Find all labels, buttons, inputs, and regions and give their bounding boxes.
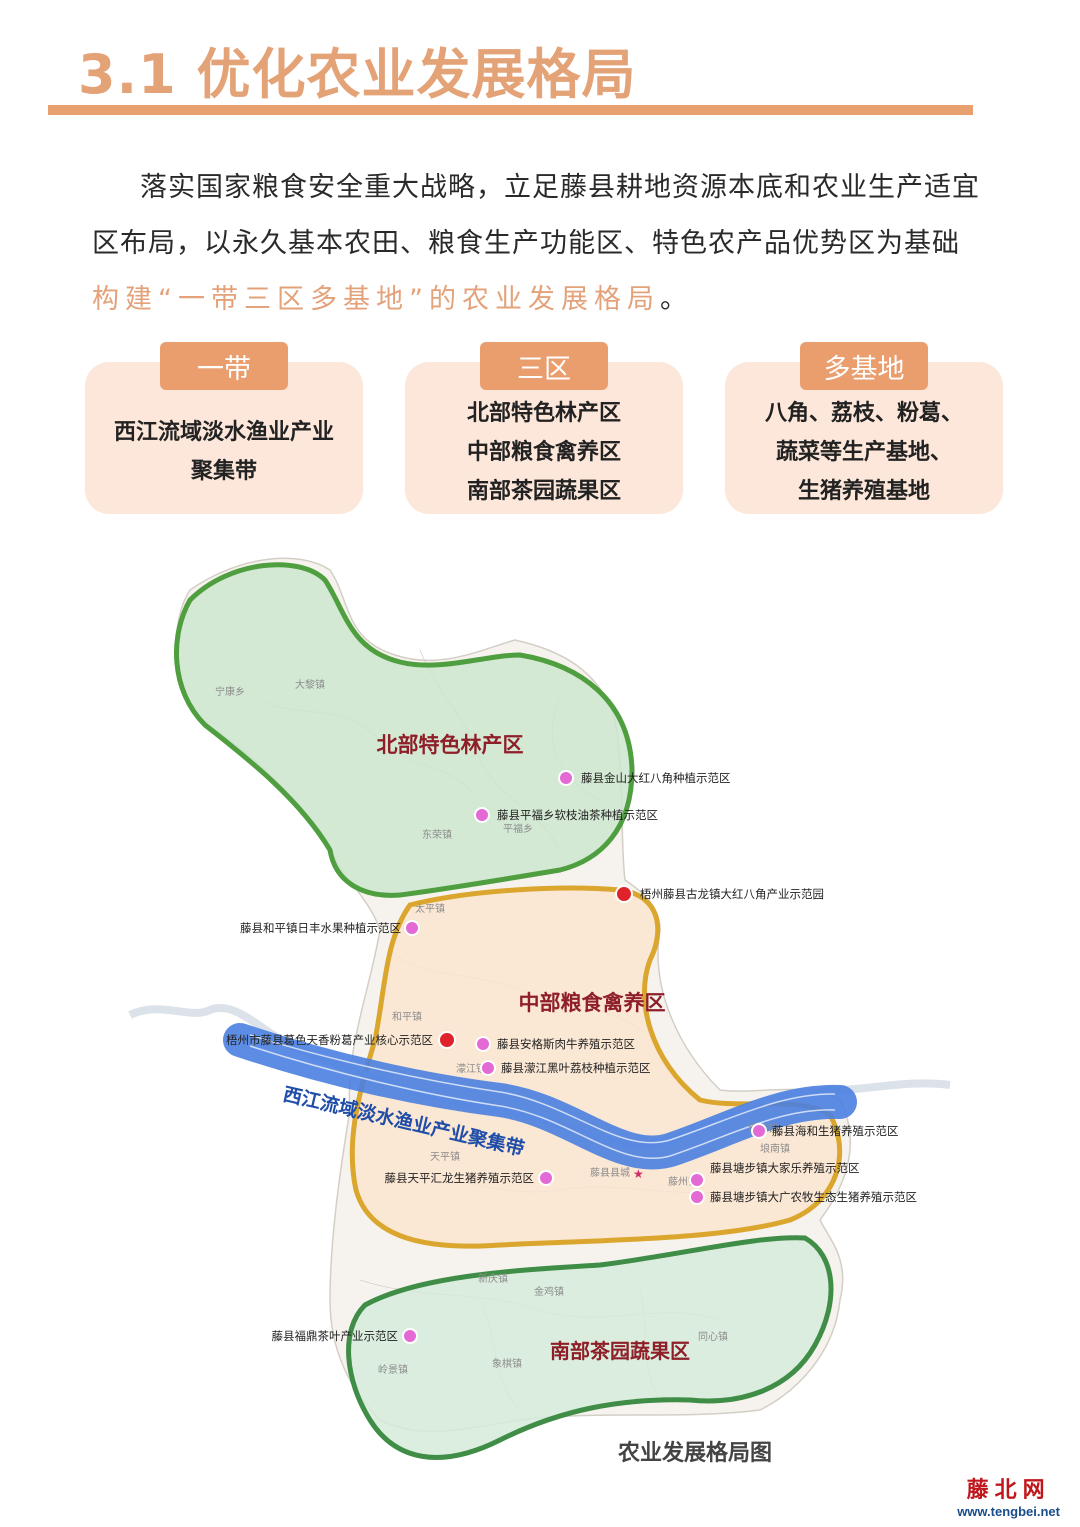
site-marker: [402, 1328, 418, 1344]
south-zone: [346, 1235, 834, 1460]
site-marker: [404, 920, 420, 936]
site-label: 藤县金山大红八角种植示范区: [581, 771, 731, 785]
site-marker: [689, 1189, 705, 1205]
site-label: 藤县福鼎茶叶产业示范区: [272, 1329, 399, 1343]
town-label: 太平镇: [415, 902, 445, 915]
county-seat-marker: ★: [633, 1167, 644, 1181]
central-zone: [349, 885, 843, 1249]
central-zone-label: 中部粮食禽养区: [519, 991, 666, 1015]
town-label: 象棋镇: [492, 1357, 522, 1370]
town-label: 东荣镇: [422, 828, 452, 841]
card-body: 八角、荔枝、粉葛、 蔬菜等生产基地、 生猪养殖基地: [735, 396, 993, 508]
south-zone-label: 南部茶园蔬果区: [550, 1339, 690, 1363]
site-markers: [402, 770, 767, 1344]
card-zones: 三区 北部特色林产区 中部粮食禽养区 南部茶园蔬果区: [405, 342, 683, 514]
agri-layout-map: 北部特色林产区 中部粮食禽养区 南部茶园蔬果区 西江流域淡水渔业产业聚集带 宁康…: [128, 557, 951, 1466]
town-label: 濛江镇: [456, 1062, 486, 1075]
intro-text: 落实国家粮食安全重大战略，立足藤县耕地资源本底和农业生产适宜区布局，以永久基本农…: [92, 172, 980, 259]
town-label: 平福乡: [503, 822, 533, 835]
site-marker: [615, 885, 633, 903]
town-label: 宁康乡: [215, 685, 245, 698]
town-label: 和平镇: [392, 1010, 422, 1023]
watermark-name: 藤北网: [966, 1477, 1051, 1503]
page-title: 3.1 优化农业发展格局: [78, 43, 637, 106]
intro-highlight: 构建“一带三区多基地”的农业发展格局: [92, 284, 660, 315]
town-label: 同心镇: [698, 1330, 728, 1343]
north-zone-label: 北部特色林产区: [377, 733, 524, 757]
card-bases: 多基地 八角、荔枝、粉葛、 蔬菜等生产基地、 生猪养殖基地: [725, 342, 1003, 514]
site-marker: [538, 1170, 554, 1186]
site-label: 藤县安格斯肉牛养殖示范区: [497, 1037, 635, 1051]
intro-paragraph: 落实国家粮食安全重大战略，立足藤县耕地资源本底和农业生产适宜区布局，以永久基本农…: [92, 160, 982, 328]
town-label: 新庆镇: [478, 1272, 508, 1285]
site-label: 梧州藤县古龙镇大红八角产业示范园: [640, 887, 824, 901]
site-marker: [751, 1123, 767, 1139]
card-line: 聚集带: [190, 459, 257, 484]
site-label: 藤县塘步镇大广农牧生态生猪养殖示范区: [710, 1190, 917, 1204]
card-line: 生猪养殖基地: [797, 478, 930, 504]
site-marker: [558, 770, 574, 786]
card-belt: 一带 西江流域淡水渔业产业 聚集带: [85, 342, 363, 514]
card-body: 北部特色林产区 中部粮食禽养区 南部茶园蔬果区: [415, 396, 673, 508]
site-label: 藤县和平镇日丰水果种植示范区: [240, 921, 401, 935]
site-label: 藤县濛江黑叶荔枝种植示范区: [501, 1061, 651, 1075]
card-tag: 一带: [160, 342, 288, 390]
north-zone: [174, 562, 635, 898]
site-marker: [474, 807, 490, 823]
site-watermark: 藤北网 www.tengbei.net: [957, 1472, 1060, 1519]
map-caption: 农业发展格局图: [617, 1440, 772, 1466]
card-line: 南部茶园蔬果区: [466, 478, 621, 504]
site-marker: [480, 1060, 496, 1076]
town-label: 天平镇: [430, 1150, 460, 1163]
site-label: 藤县平福乡软枝油茶种植示范区: [497, 808, 658, 822]
card-line: 中部粮食禽养区: [466, 439, 621, 465]
card-line: 蔬菜等生产基地、: [775, 439, 952, 465]
site-label: 藤县天平汇龙生猪养殖示范区: [385, 1171, 535, 1185]
intro-end: 。: [659, 284, 688, 315]
site-label: 藤县海和生猪养殖示范区: [772, 1124, 899, 1138]
town-label: 埌南镇: [760, 1142, 790, 1155]
town-label: 大黎镇: [295, 678, 325, 691]
site-marker: [438, 1031, 456, 1049]
card-line: 西江流域淡水渔业产业: [113, 420, 334, 445]
belt-streaks: [249, 1034, 836, 1159]
town-label: 岭景镇: [378, 1363, 408, 1376]
watermark-url: www.tengbei.net: [957, 1504, 1060, 1519]
site-label: 梧州市藤县葛色天香粉葛产业核心示范区: [226, 1033, 433, 1047]
title-underline: [48, 105, 973, 115]
card-tag: 多基地: [800, 342, 928, 390]
site-label: 藤县塘步镇大家乐养殖示范区: [710, 1161, 860, 1175]
card-line: 北部特色林产区: [466, 400, 621, 426]
site-marker: [475, 1036, 491, 1052]
fishery-belt: [223, 1023, 857, 1170]
card-body: 西江流域淡水渔业产业 聚集带: [95, 396, 353, 508]
town-label: 金鸡镇: [534, 1285, 564, 1298]
card-line: 八角、荔枝、粉葛、: [764, 400, 963, 426]
site-marker: [689, 1172, 705, 1188]
card-tag: 三区: [480, 342, 608, 390]
town-label: 藤县县城: [590, 1167, 630, 1179]
